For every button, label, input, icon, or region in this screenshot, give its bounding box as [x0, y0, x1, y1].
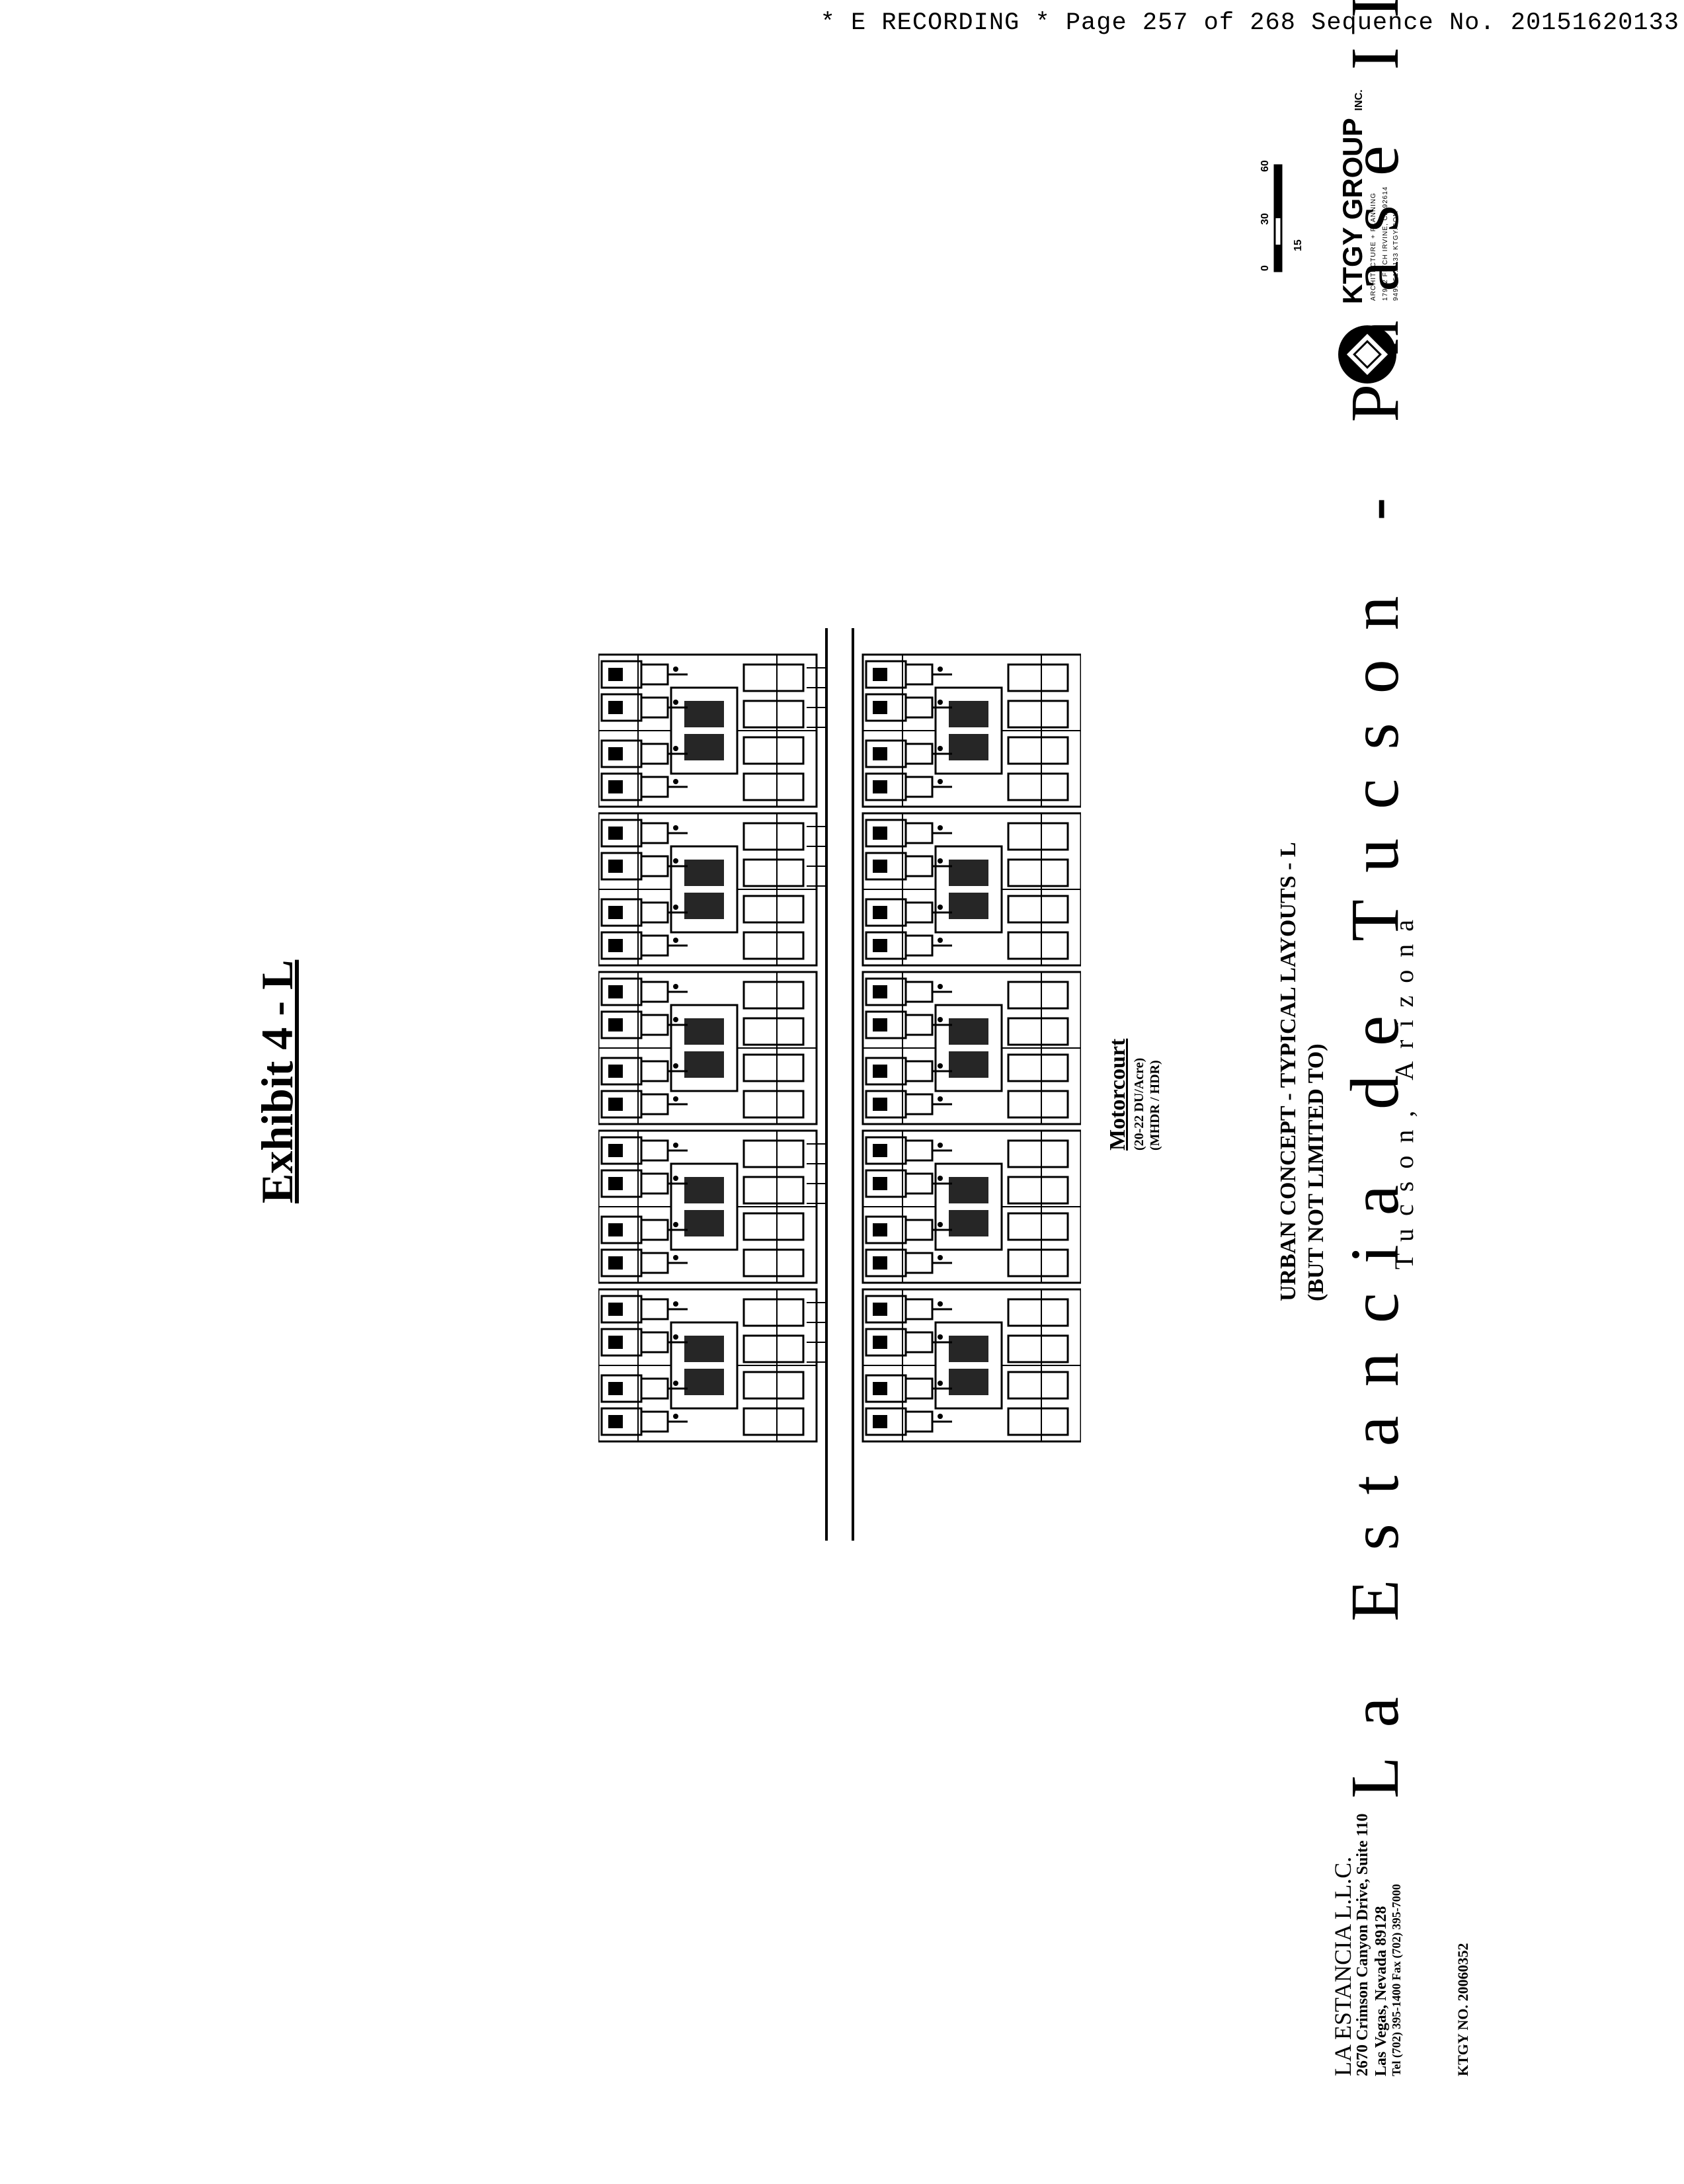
scale-bar: 0 30 60 15 [1250, 159, 1316, 278]
scale-tick-60: 60 [1260, 160, 1271, 172]
concept-subtitle: (BUT NOT LIMITED TO) [1304, 1043, 1328, 1301]
ktgy-firm-name: KTGY GROUP INC. [1337, 89, 1369, 304]
client-phone: Tel (702) 395-1400 Fax (702) 395-7000 [1390, 1884, 1403, 2076]
ktgy-firm-contact: 949.851.2133 KTGY.COM [1392, 210, 1400, 301]
client-name: LA ESTANCIA L.L.C. [1330, 1856, 1356, 2076]
client-address-line2: Las Vegas, Nevada 89128 [1373, 1906, 1390, 2076]
ktgy-firm-name-text: KTGY GROUP [1337, 118, 1368, 304]
project-location: Tucson, Arizona [1389, 907, 1419, 1270]
client-address-line1: 2670 Crimson Canyon Drive, Suite 110 [1354, 1813, 1371, 2076]
ktgy-firm-address: 17922 FITCH IRVINE, CA 92614 [1382, 186, 1389, 301]
ktgy-firm-subtitle: ARCHITECTURE + PLANNING [1370, 192, 1377, 301]
recording-header: * E RECORDING * Page 257 of 268 Sequence… [820, 9, 1679, 37]
ktgy-project-number: KTGY NO. 20060352 [1455, 1943, 1471, 2076]
concept-title: URBAN CONCEPT - TYPICAL LAYOUTS - L [1276, 842, 1301, 1301]
ktgy-firm-suffix: INC. [1353, 89, 1365, 111]
scale-tick-15: 15 [1293, 239, 1304, 251]
exhibit-title: Exhibit 4 - L [252, 959, 302, 1203]
motorcourt-density: (20-22 DU/Acre) [1132, 1057, 1146, 1151]
scale-tick-0: 0 [1260, 265, 1271, 271]
motorcourt-zone: (MHDR / HDR) [1148, 1060, 1162, 1151]
ktgy-logo-icon [1336, 323, 1399, 386]
scale-tick-30: 30 [1260, 213, 1271, 225]
site-plan-drawing [598, 628, 1081, 1541]
motorcourt-title: Motorcourt [1105, 1038, 1130, 1151]
